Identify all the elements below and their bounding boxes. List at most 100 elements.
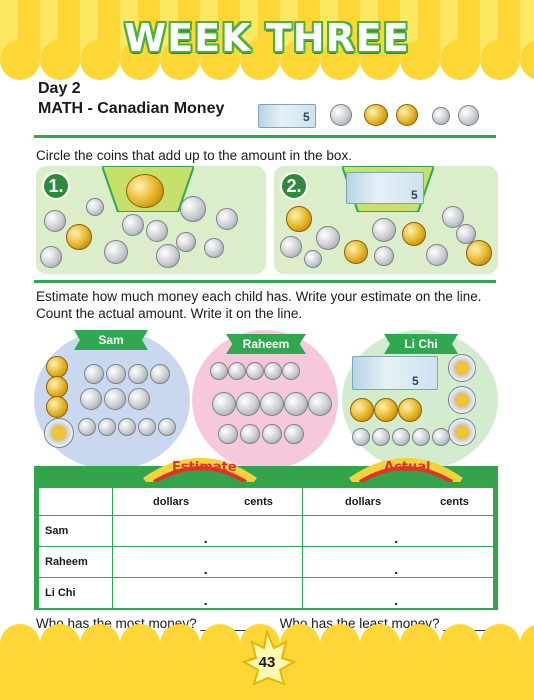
li-chi-name-tag: Li Chi bbox=[384, 334, 458, 354]
coin bbox=[44, 210, 66, 232]
quarter-icon bbox=[458, 105, 479, 126]
part2-instruction-2: Count the actual amount. Write it on the… bbox=[36, 306, 303, 321]
maple-leaf-icon bbox=[241, 628, 297, 686]
five-dollar-bill-icon bbox=[258, 104, 316, 128]
coin bbox=[86, 198, 104, 216]
coin bbox=[84, 364, 104, 384]
sam-name-tag: Sam bbox=[74, 330, 148, 350]
table-header-row: dollars cents dollars cents bbox=[38, 487, 494, 516]
coin bbox=[216, 208, 238, 230]
page-title: WEEK THREE bbox=[124, 16, 410, 60]
coin bbox=[304, 250, 322, 268]
coin bbox=[316, 226, 340, 250]
coin bbox=[156, 244, 180, 268]
divider bbox=[34, 280, 496, 283]
part2-instruction-1: Estimate how much money each child has. … bbox=[36, 289, 482, 304]
coin bbox=[46, 376, 68, 398]
coin bbox=[282, 362, 300, 380]
raheem-estimate-cell[interactable]: . bbox=[112, 546, 303, 578]
coin bbox=[398, 398, 422, 422]
coin bbox=[412, 428, 430, 446]
actual-rainbow-icon bbox=[349, 458, 463, 482]
coin bbox=[212, 392, 236, 416]
actual-label: Actual bbox=[384, 460, 431, 475]
coin bbox=[104, 240, 128, 264]
actual-cents-header: cents bbox=[440, 495, 469, 508]
coin bbox=[264, 362, 282, 380]
nickel-icon bbox=[330, 104, 352, 126]
coin bbox=[426, 244, 448, 266]
coin bbox=[284, 424, 304, 444]
coin bbox=[262, 424, 282, 444]
actual-columns: dollars cents bbox=[302, 487, 494, 516]
coin bbox=[44, 418, 74, 448]
scalloped-bottom-banner bbox=[0, 624, 534, 700]
page-number: 43 bbox=[258, 653, 276, 671]
coin bbox=[118, 418, 136, 436]
part1-instruction: Circle the coins that add up to the amou… bbox=[36, 148, 352, 163]
five-dollar-bill bbox=[346, 172, 424, 204]
coin bbox=[456, 224, 476, 244]
coin bbox=[374, 398, 398, 422]
coin bbox=[432, 428, 450, 446]
coin bbox=[128, 388, 150, 410]
coin bbox=[236, 392, 260, 416]
coin bbox=[46, 396, 68, 418]
bill-value: 5 bbox=[303, 110, 310, 124]
coin bbox=[80, 388, 102, 410]
coin bbox=[374, 246, 394, 266]
bottom-banner bbox=[0, 622, 534, 700]
estimate-columns: dollars cents bbox=[112, 487, 303, 516]
coin bbox=[402, 222, 426, 246]
estimate-rainbow-icon bbox=[143, 458, 257, 482]
header-blank bbox=[38, 487, 113, 516]
day-label: Day 2 bbox=[38, 80, 81, 97]
coin bbox=[150, 364, 170, 384]
actual-dollars-header: dollars bbox=[345, 495, 382, 508]
problem-number: 2. bbox=[280, 172, 308, 200]
decimal-point: . bbox=[394, 592, 399, 608]
coin bbox=[66, 224, 92, 250]
coin bbox=[344, 240, 368, 264]
table-row: Sam . . bbox=[38, 515, 494, 547]
coin bbox=[448, 386, 476, 414]
coin bbox=[158, 418, 176, 436]
coin bbox=[218, 424, 238, 444]
coin bbox=[138, 418, 156, 436]
raheem-actual-cell[interactable]: . bbox=[302, 546, 494, 578]
problem-1-panel: 1. bbox=[36, 166, 266, 274]
sam-actual-cell[interactable]: . bbox=[302, 515, 494, 547]
coin bbox=[146, 220, 168, 242]
sam-estimate-cell[interactable]: . bbox=[112, 515, 303, 547]
row-label: Sam bbox=[38, 515, 113, 547]
coin bbox=[284, 392, 308, 416]
coin bbox=[392, 428, 410, 446]
coin bbox=[210, 362, 228, 380]
bill-value: 5 bbox=[411, 188, 418, 202]
li-chi-actual-cell[interactable]: . bbox=[302, 577, 494, 609]
top-banner bbox=[0, 0, 534, 82]
table-row: Li Chi . . bbox=[38, 577, 494, 609]
estimate-cents-header: cents bbox=[244, 495, 273, 508]
scalloped-top-banner bbox=[0, 0, 534, 80]
coin bbox=[246, 362, 264, 380]
coin bbox=[176, 232, 196, 252]
coin bbox=[128, 364, 148, 384]
coin bbox=[40, 246, 62, 268]
coin bbox=[466, 240, 492, 266]
coin bbox=[372, 218, 396, 242]
decimal-point: . bbox=[203, 592, 208, 608]
coin bbox=[204, 238, 224, 258]
coin bbox=[372, 428, 390, 446]
table-row: Raheem . . bbox=[38, 546, 494, 578]
bill-value: 5 bbox=[412, 374, 419, 388]
money-table: dollars cents dollars cents Sam . . Rahe… bbox=[38, 487, 494, 609]
divider bbox=[34, 135, 496, 138]
coin bbox=[350, 398, 374, 422]
coin bbox=[240, 424, 260, 444]
coin bbox=[228, 362, 246, 380]
estimate-label: Estimate bbox=[172, 460, 237, 475]
coin bbox=[98, 418, 116, 436]
li-chi-estimate-cell[interactable]: . bbox=[112, 577, 303, 609]
coin bbox=[106, 364, 126, 384]
